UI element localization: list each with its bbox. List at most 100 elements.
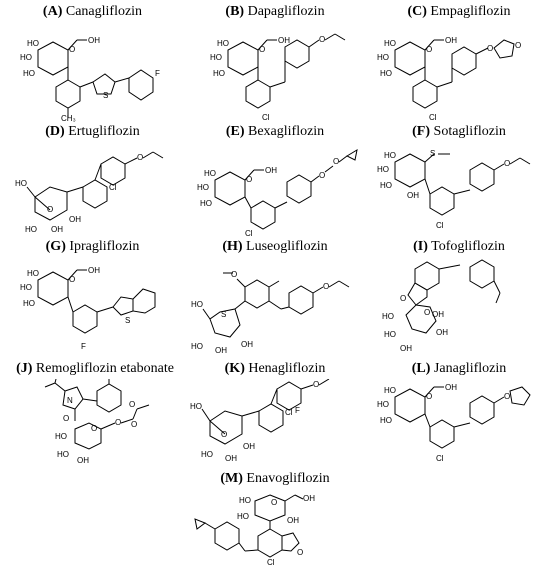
atom-label: N [67,396,73,405]
atom-label: HO [190,402,202,411]
atom-label: HO [210,53,222,62]
atom-label: OH [445,383,457,392]
atom-label: CH₃ [61,114,76,122]
atom-label: OH [436,328,448,337]
atom-label: HO [380,181,392,190]
atom-label: HO [204,169,216,178]
atom-label: HO [23,69,35,78]
atom-label: HO [237,512,249,521]
atom-label: Cl [285,408,293,417]
atom-label: HO [384,386,396,395]
panel-title: (F) Sotagliflozin [412,124,506,139]
structure-ipragliflozin: HO HO HO OH O S F [20,266,156,351]
atom-label: HO [57,450,69,459]
structure-ertugliflozin: HO O HO OH OH Cl O [15,151,164,234]
panel-title: (L) Janagliflozin [411,361,507,376]
panel-m: (M) Enavogliflozin HO HO OH OH O O Cl [185,471,365,566]
panel-d: (D) Ertugliflozin HO O HO OH OH Cl O [5,124,180,239]
panel-title: (K) Henagliflozin [224,361,326,376]
atom-label: O [259,45,265,54]
atom-label: S [221,310,226,319]
panel-e: (E) Bexagliflozin HO HO HO OH O O O Cl [185,124,365,239]
panel-title: (C) Empagliflozin [407,4,511,19]
atom-label: HO [384,151,396,160]
atom-label: F [295,406,300,415]
atom-label: O [515,41,521,50]
panel-title: (E) Bexagliflozin [225,124,325,139]
atom-label: HO [191,342,203,351]
panel-title: (H) Luseogliflozin [222,239,328,254]
panel-l: (L) Janagliflozin HO HO HO OH O O Cl [370,361,548,471]
atom-label: HO [20,53,32,62]
panel-k: (K) Henagliflozin HO O HO OH OH Cl F O [185,361,365,471]
panel-b: (B) Dapagliflozin HO HO HO OH O O Cl [185,4,365,124]
atom-label: HO [213,69,225,78]
atom-label: Cl [436,221,444,230]
structure-remogliflozin: N O O O O O HO HO OH [44,379,150,465]
atom-label: HO [217,39,229,48]
panel-title: (G) Ipragliflozin [45,239,140,254]
atom-label: HO [23,299,35,308]
atom-label: Cl [429,113,437,122]
atom-label: Cl [262,113,270,122]
atom-label: OH [278,36,290,45]
atom-label: HO [380,69,392,78]
atom-label: HO [384,330,396,339]
atom-label: O [231,270,237,279]
atom-label: OH [69,215,81,224]
panel-a: (A) Canagliflozin HO HO HO OH O S F CH₃ [5,4,180,124]
atom-label: HO [20,283,32,292]
structure-enavogliflozin: HO HO OH OH O O Cl [194,494,315,566]
atom-label: OH [287,516,299,525]
atom-label: O [246,175,252,184]
structure-tofogliflozin: O O HO HO OH OH OH [382,259,501,353]
structure-henagliflozin: HO O HO OH OH Cl F O [190,379,330,463]
atom-label: O [131,420,137,429]
atom-label: O [323,282,329,291]
atom-label: OH [77,456,89,465]
panel-c: (C) Empagliflozin HO HO HO OH O O O Cl [370,4,548,124]
panel-title: (J) Remogliflozin etabonate [16,361,174,376]
atom-label: O [400,294,406,303]
atom-label: O [137,153,143,162]
atom-label: O [271,498,277,507]
atom-label: O [319,35,325,44]
atom-label: O [426,392,432,401]
atom-label: O [319,171,325,180]
atom-label: HO [191,300,203,309]
structure-bexagliflozin: HO HO HO OH O O O Cl [197,148,358,237]
atom-label: S [430,149,435,158]
atom-label: HO [384,39,396,48]
atom-label: HO [239,496,251,505]
panel-title: (A) Canagliflozin [42,4,143,19]
atom-label: O [69,275,75,284]
panel-g: (G) Ipragliflozin HO HO HO OH O S F [5,239,180,361]
panel-h: (H) Luseogliflozin O S HO HO OH OH O [185,239,365,361]
atom-label: OH [241,340,253,349]
panel-j: (J) Remogliflozin etabonate N O O O O O … [5,361,185,471]
atom-label: OH [265,166,277,175]
atom-label: HO [380,416,392,425]
atom-label: S [103,91,108,100]
panel-f: (F) Sotagliflozin S HO HO HO OH O Cl [370,124,548,239]
atom-label: O [424,308,430,317]
atom-label: F [155,69,160,78]
atom-label: HO [201,450,213,459]
panel-title: (M) Enavogliflozin [220,471,330,486]
structure-sotagliflozin: S HO HO HO OH O Cl [377,149,531,230]
atom-label: Cl [245,229,253,237]
atom-label: HO [382,312,394,321]
panel-i: (I) Tofogliflozin O O HO HO OH OH OH [370,239,548,361]
atom-label: HO [27,39,39,48]
structure-empagliflozin: HO HO HO OH O O O Cl [377,36,521,122]
atom-label: OH [51,225,63,234]
structure-dapagliflozin: HO HO HO OH O O Cl [210,33,346,122]
atom-label: OH [303,494,315,503]
atom-label: O [504,392,510,401]
atom-label: O [47,205,53,214]
atom-label: OH [215,346,227,355]
atom-label: O [504,159,510,168]
atom-label: HO [200,199,212,208]
atom-label: O [487,44,493,53]
atom-label: OH [225,454,237,463]
